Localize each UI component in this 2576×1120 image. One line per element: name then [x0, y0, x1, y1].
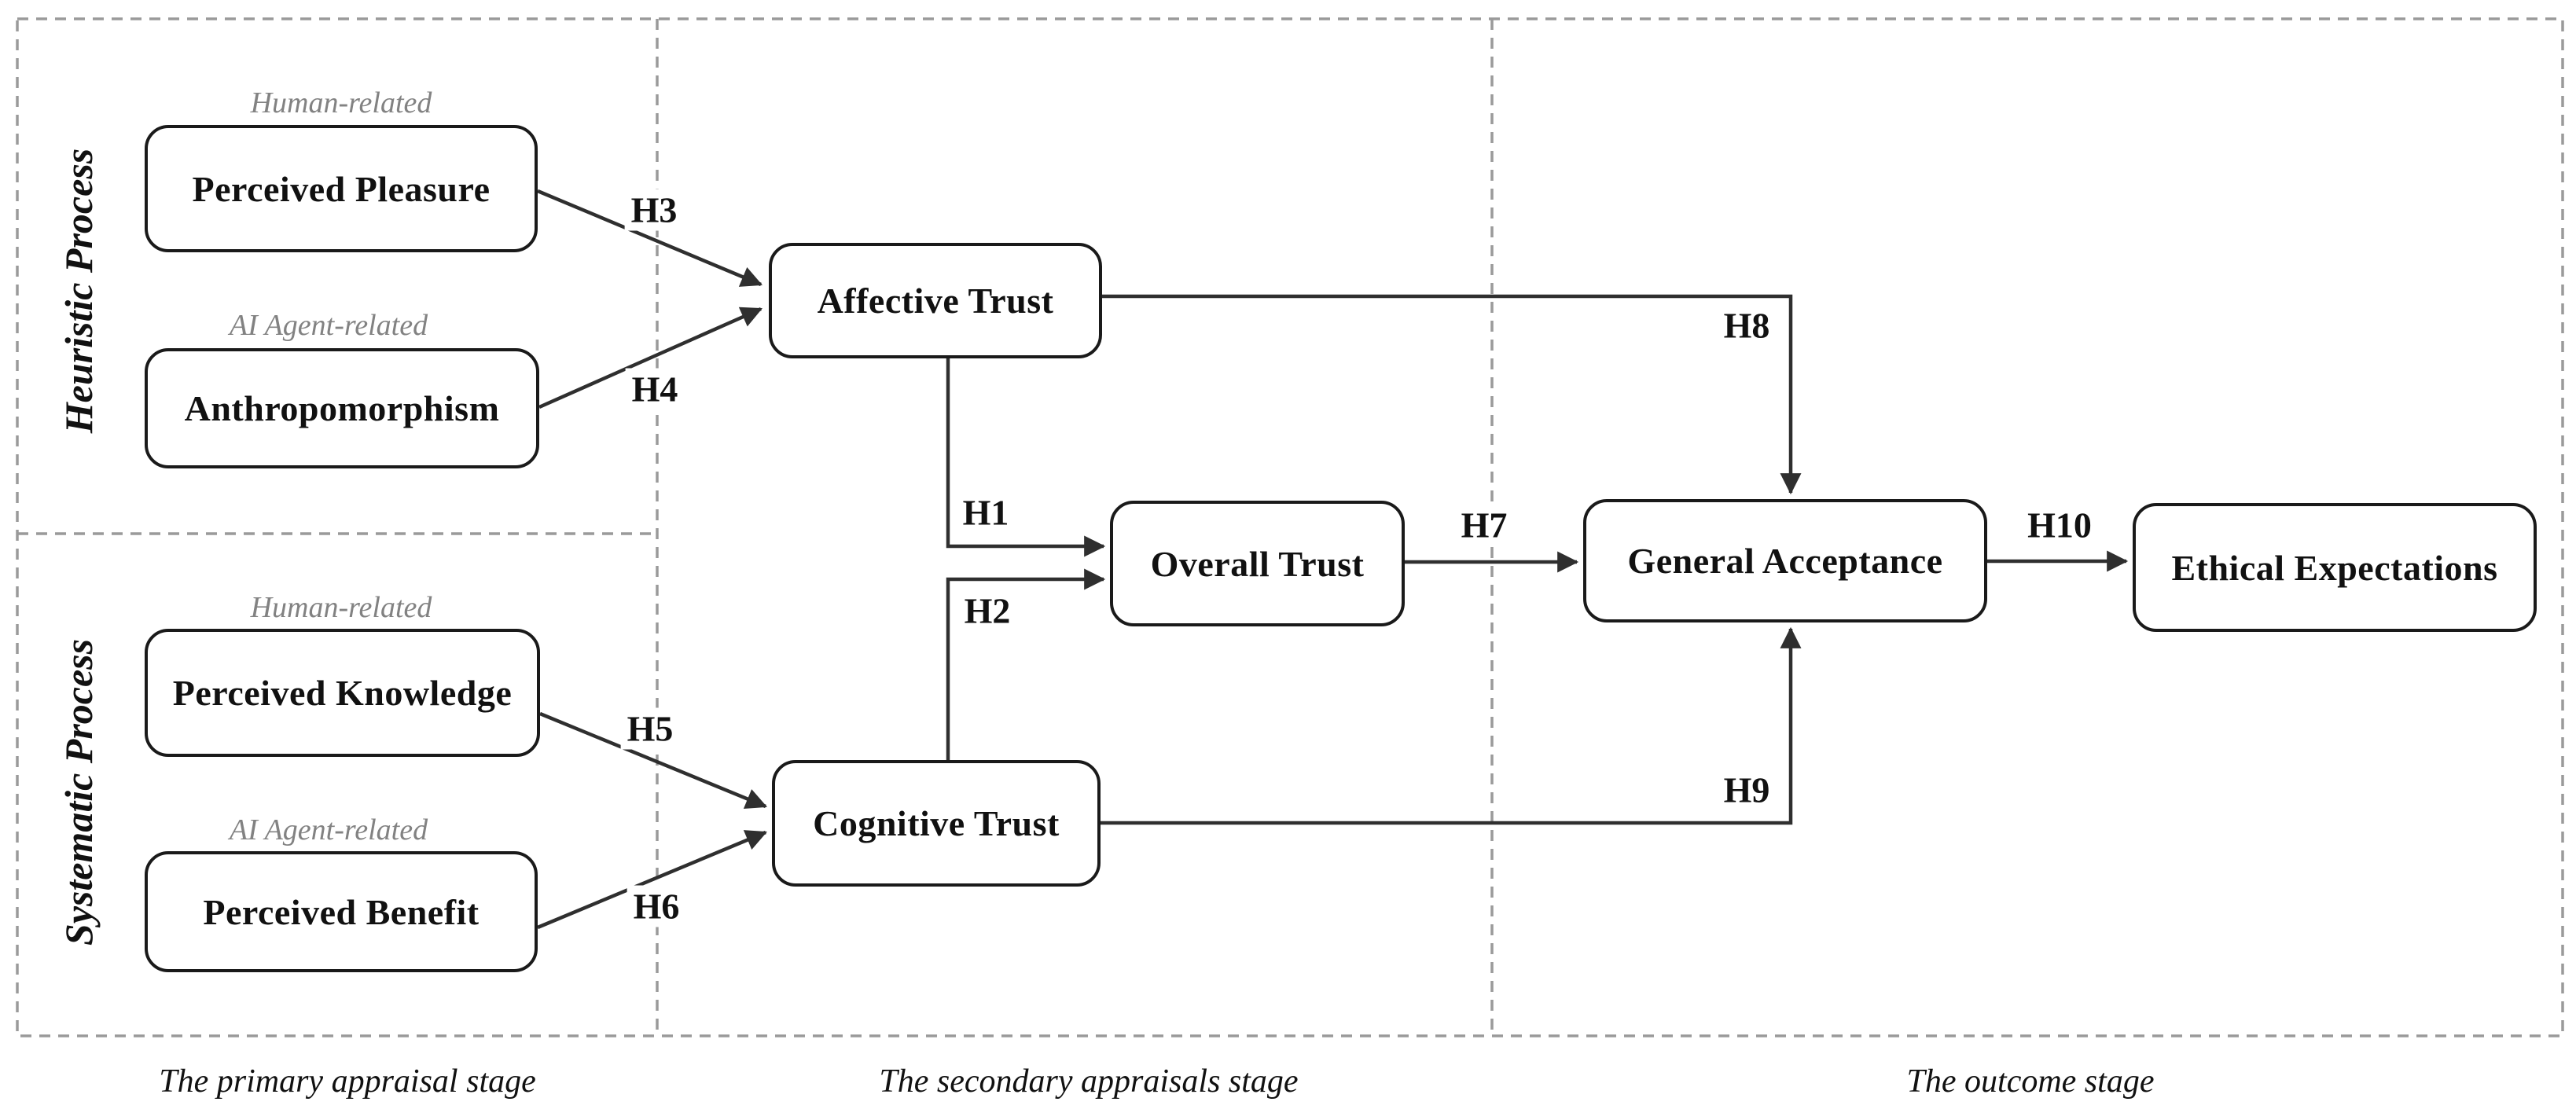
node-affective-trust: Affective Trust	[769, 243, 1102, 358]
edge-h5	[539, 711, 767, 810]
stage-label-outcome: The outcome stage	[1906, 1063, 2155, 1100]
node-general-acceptance: General Acceptance	[1583, 499, 1987, 622]
hypothesis-label-h1: H1	[956, 491, 1016, 534]
hypothesis-label-h6: H6	[627, 885, 686, 927]
hypothesis-label-h7: H7	[1454, 504, 1514, 546]
category-label-ai-agent-related-systematic: AI Agent-related	[229, 813, 428, 846]
process-label-systematic: Systematic Process	[57, 638, 101, 946]
hypothesis-label-h5: H5	[620, 707, 680, 750]
edge-h9	[1101, 626, 1802, 825]
node-ethical-expectations: Ethical Expectations	[2133, 503, 2537, 632]
node-perceived-benefit: Perceived Benefit	[145, 851, 538, 972]
node-anthropomorphism: Anthropomorphism	[145, 348, 539, 468]
node-overall-trust: Overall Trust	[1110, 501, 1405, 626]
category-label-ai-agent-related-heuristic: AI Agent-related	[229, 309, 428, 342]
node-label: General Acceptance	[1627, 541, 1943, 581]
edge-h3	[537, 189, 763, 287]
node-label: Cognitive Trust	[813, 803, 1060, 843]
node-label: Anthropomorphism	[184, 388, 500, 428]
process-label-heuristic: Heuristic Process	[57, 148, 101, 434]
outer-dashed-border	[16, 17, 2564, 1037]
hypothesis-label-h3: H3	[624, 189, 684, 231]
node-label: Perceived Knowledge	[172, 673, 513, 713]
node-label: Perceived Pleasure	[192, 168, 491, 209]
node-label: Affective Trust	[817, 281, 1054, 321]
node-perceived-pleasure: Perceived Pleasure	[145, 125, 538, 252]
hypothesis-label-h10: H10	[2021, 504, 2098, 546]
category-label-human-related-systematic: Human-related	[250, 591, 432, 624]
stage-label-secondary: The secondary appraisals stage	[879, 1063, 1299, 1100]
category-label-human-related-heuristic: Human-related	[250, 86, 432, 119]
edge-h6	[537, 830, 767, 930]
edge-h2	[946, 568, 1106, 760]
stage-label-primary: The primary appraisal stage	[159, 1063, 536, 1100]
node-label: Overall Trust	[1150, 543, 1365, 584]
node-cognitive-trust: Cognitive Trust	[772, 760, 1101, 887]
hypothesis-label-h8: H8	[1717, 304, 1777, 347]
edge-h1	[946, 358, 1106, 557]
hypothesis-label-h2: H2	[957, 589, 1017, 632]
node-perceived-knowledge: Perceived Knowledge	[145, 629, 540, 757]
node-label: Ethical Expectations	[2171, 547, 2498, 588]
hypothesis-label-h4: H4	[625, 368, 685, 410]
hypothesis-label-h9: H9	[1717, 769, 1777, 811]
edge-h8	[1102, 294, 1802, 495]
node-label: Perceived Benefit	[203, 891, 480, 932]
edge-h4	[538, 307, 763, 409]
